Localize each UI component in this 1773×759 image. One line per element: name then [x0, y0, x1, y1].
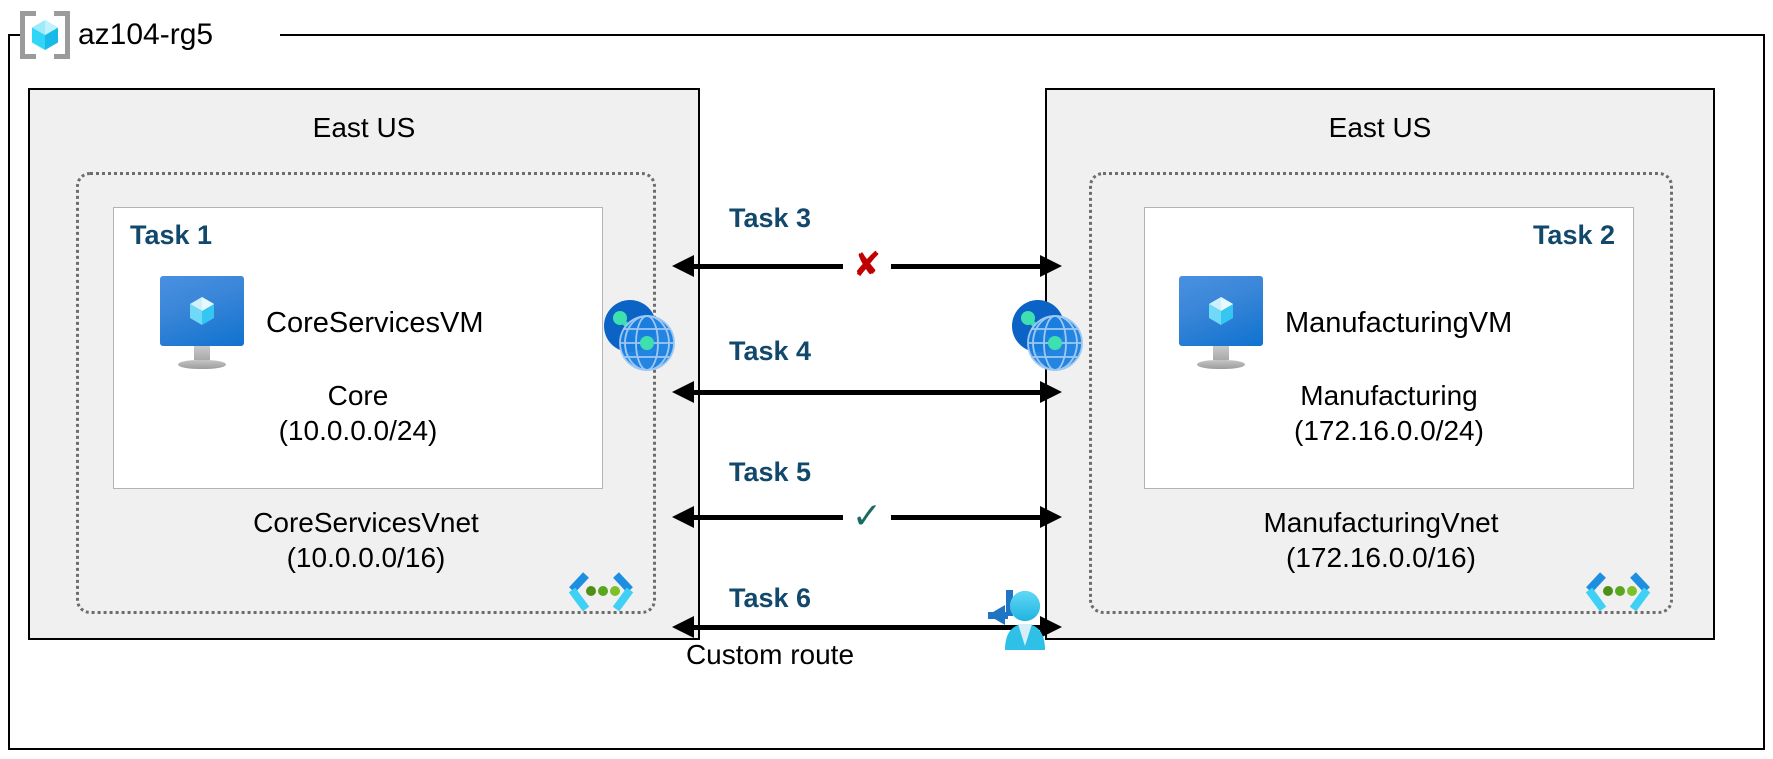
region-box-right: East US Task 2 — [1045, 88, 1715, 640]
connection-label-task3: Task 3 — [728, 203, 812, 233]
subnet-name-left: Core — [327, 380, 389, 411]
task-tag-1: Task 1 — [130, 220, 213, 250]
connection-marker-task5: ✓ — [851, 495, 883, 536]
region-title-left: East US — [312, 112, 416, 143]
arrowhead-left-task4 — [672, 381, 694, 403]
subnet-name-right: Manufacturing — [1300, 380, 1478, 411]
vm-name-right: ManufacturingVM — [1285, 306, 1513, 339]
subnet-box-right: Task 2 ManufacturingVM — [1144, 207, 1634, 489]
vm-right: ManufacturingVM — [1179, 276, 1512, 370]
vm-name-left: CoreServicesVM — [266, 306, 484, 339]
subnet-box-left: Task 1 CoreServicesVM — [113, 207, 603, 489]
arrow-gap-mask-task3 — [843, 256, 891, 278]
region-box-left: East US Task 1 — [28, 88, 700, 640]
connection-label-task4: Task 4 — [728, 336, 812, 366]
connection-marker-task3: ✘ — [852, 246, 882, 284]
subnet-cidr-left: (10.0.0.0/24) — [278, 415, 438, 446]
azure-resource-group-cube-icon — [20, 11, 70, 59]
connection-label-task6: Task 6 — [728, 583, 812, 613]
arrowhead-right-task3 — [1040, 255, 1062, 277]
resource-group-boundary — [8, 34, 1765, 750]
vnet-container-right: Task 2 ManufacturingVM — [1089, 172, 1673, 614]
subnet-info-left: Core (10.0.0.0/24) — [114, 378, 602, 448]
vnet-info-left: CoreServicesVnet (10.0.0.0/16) — [79, 505, 653, 575]
virtual-machine-icon — [160, 276, 244, 370]
arrow-gap-mask-task5 — [843, 507, 891, 529]
vnet-container-left: Task 1 CoreServicesVM — [76, 172, 656, 614]
vnet-cidr-right: (172.16.0.0/16) — [1286, 542, 1476, 573]
virtual-machine-icon — [1179, 276, 1263, 370]
subnet-chevron-icon — [1585, 572, 1651, 612]
vnet-peering-icon — [1012, 300, 1083, 371]
arrowhead-right-task4 — [1040, 381, 1062, 403]
connection-label-task5: Task 5 — [728, 457, 812, 487]
resource-group-label: az104-rg5 — [20, 8, 213, 62]
task-tag-2: Task 2 — [1532, 220, 1615, 250]
resource-group-name: az104-rg5 — [78, 18, 214, 51]
arrowhead-left-task6 — [672, 616, 694, 638]
subnet-chevron-icon — [568, 572, 634, 612]
custom-route-user-icon — [988, 590, 1045, 650]
region-title-right: East US — [1328, 112, 1432, 143]
vnet-name-right: ManufacturingVnet — [1263, 507, 1499, 538]
vnet-cidr-left: (10.0.0.0/16) — [286, 542, 446, 573]
arrowhead-right-task6 — [1040, 616, 1062, 638]
subnet-cidr-right: (172.16.0.0/24) — [1294, 415, 1484, 446]
arrowhead-left-task3 — [672, 255, 694, 277]
resource-group-boundary-stub — [8, 34, 20, 36]
vnet-name-left: CoreServicesVnet — [253, 507, 479, 538]
arrowhead-left-task5 — [672, 506, 694, 528]
connection-sublabel-task6: Custom route — [685, 639, 855, 670]
arrowhead-right-task5 — [1040, 506, 1062, 528]
subnet-info-right: Manufacturing (172.16.0.0/24) — [1145, 378, 1633, 448]
resource-group-label-mask — [20, 22, 280, 48]
vnet-info-right: ManufacturingVnet (172.16.0.0/16) — [1092, 505, 1670, 575]
vnet-peering-icon — [604, 300, 675, 371]
vm-left: CoreServicesVM — [160, 276, 484, 370]
